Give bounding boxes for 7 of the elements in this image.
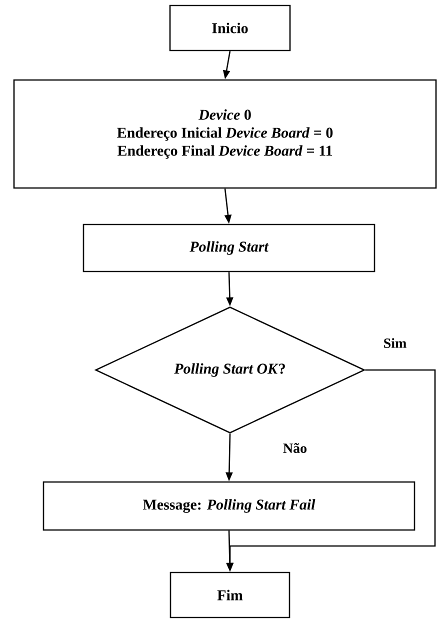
process-box: Device 0 Endereço Inicial Device Board = 0 Endereço Final Device Board = 11 [13, 79, 437, 189]
end-box: Fim [170, 572, 290, 618]
start-box: Inicio [169, 4, 291, 52]
edge-label: Sim [382, 337, 408, 349]
edge-label: Não [282, 442, 308, 454]
process-box: Polling Start [82, 224, 376, 272]
process-box: Message: Polling Start Fail [42, 481, 416, 531]
